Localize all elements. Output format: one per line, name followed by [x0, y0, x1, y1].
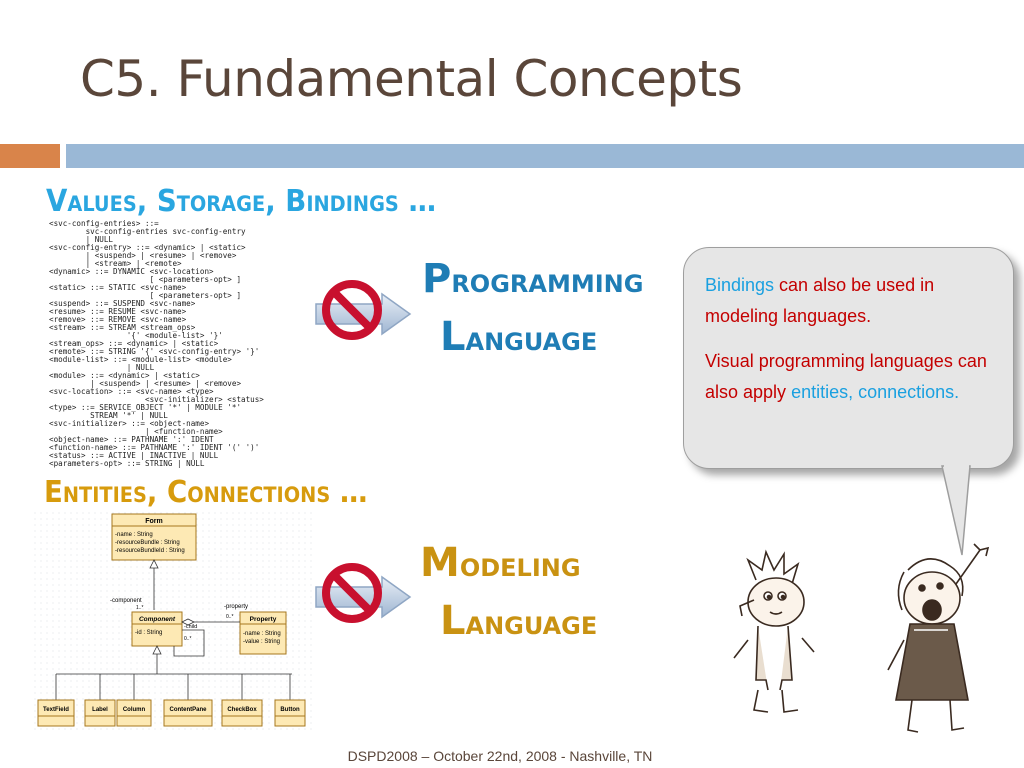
uml-subclasses: TextField Label Column ContentPane CheckBox B…	[37, 674, 306, 727]
uml-subclass-label: Column	[123, 707, 146, 713]
uml-subclass-body	[163, 715, 213, 727]
uml-subclass-label: Label	[84, 674, 116, 727]
uml-property-attr: -name : String	[243, 631, 281, 637]
uml-assoc-property-mult: 0..*	[226, 614, 234, 620]
slide-title: C5. Fundamental Concepts	[80, 50, 743, 108]
bubble-paragraph-2: Visual programming languages can also ap…	[705, 346, 993, 408]
uml-class-form: Form -name : String -resourceBundle : St…	[111, 513, 197, 561]
no-entry-icon	[322, 280, 382, 340]
uml-subclass-textfield: TextField	[37, 674, 75, 727]
label-modeling: Modeling	[420, 540, 581, 586]
uml-subclass-contentpane: ContentPane	[163, 674, 213, 727]
bubble-paragraph-1: Bindings can also be used in modeling la…	[705, 270, 993, 332]
uml-property-attr: -value : String	[243, 639, 280, 645]
uml-subclass-label: ContentPane	[169, 707, 207, 713]
uml-form-attr: -resourceBundleId : String	[115, 548, 185, 554]
uml-class-component: Component -id : String	[131, 611, 183, 647]
bubble-bindings-highlight: Bindings	[705, 275, 775, 295]
uml-subclass-label: CheckBox	[227, 707, 257, 713]
grammar-code-sample: <svc-config-entries> ::= svc-config-entr…	[49, 220, 264, 468]
uml-assoc-component: -component	[110, 598, 142, 604]
uml-subclass-body	[221, 715, 263, 727]
uml-subclass-label: Label	[92, 707, 108, 713]
bubble-entities-highlight: entities, connections.	[791, 382, 960, 402]
footer: DSPD2008 – October 22nd, 2008 - Nashvill…	[0, 748, 1024, 764]
uml-property-title: Property	[250, 616, 277, 623]
uml-subclass-body	[37, 715, 75, 727]
uml-form-attr: -name : String	[115, 532, 153, 538]
uml-form-attr: -resourceBundle : String	[115, 540, 180, 546]
uml-assoc-child: -child	[184, 624, 197, 630]
no-entry-icon	[322, 563, 382, 623]
cartoon-children-illustration	[733, 543, 990, 733]
uml-subclass-column: Column	[116, 674, 152, 727]
uml-subclass-body	[274, 715, 306, 727]
label-modeling-language: Language	[440, 598, 598, 644]
footer-text: DSPD2008 – October 22nd, 2008 - Nashvill…	[347, 748, 653, 764]
heading-entities-connections: Entities, Connections …	[44, 475, 368, 510]
speech-bubble: Bindings can also be used in modeling la…	[683, 247, 1014, 469]
uml-class-diagram: Form -name : String -resourceBundle : St…	[34, 512, 312, 732]
label-programming-language: Language	[440, 314, 598, 360]
uml-subclass-label: Button	[280, 707, 300, 713]
uml-component-attr: -id : String	[135, 630, 162, 636]
bubble-text-1: can also be used in modeling languages.	[705, 275, 935, 326]
uml-class-property: Property -name : String -value : String	[239, 611, 287, 655]
bubble-text-2: Visual programming languages can also ap…	[705, 351, 987, 402]
uml-assoc-property: -property	[224, 604, 248, 610]
uml-assoc-child-mult: 0..*	[184, 636, 192, 642]
uml-subclass-body	[84, 715, 116, 727]
uml-component-title: Component	[139, 616, 176, 623]
uml-subclass-checkbox: CheckBox	[221, 674, 263, 727]
uml-assoc-component-mult: 1..*	[136, 605, 144, 611]
speech-bubble-tail	[941, 460, 971, 556]
accent-bar-orange	[0, 144, 60, 168]
uml-subclass-button: Button	[274, 674, 306, 727]
accent-bar-blue	[66, 144, 1024, 168]
uml-form-title: Form	[145, 518, 163, 525]
uml-subclass-label: TextField	[43, 707, 69, 713]
heading-values-storage-bindings: Values, Storage, Bindings …	[46, 184, 437, 219]
label-programming: Programming	[422, 256, 644, 302]
uml-subclass-body	[116, 715, 152, 727]
